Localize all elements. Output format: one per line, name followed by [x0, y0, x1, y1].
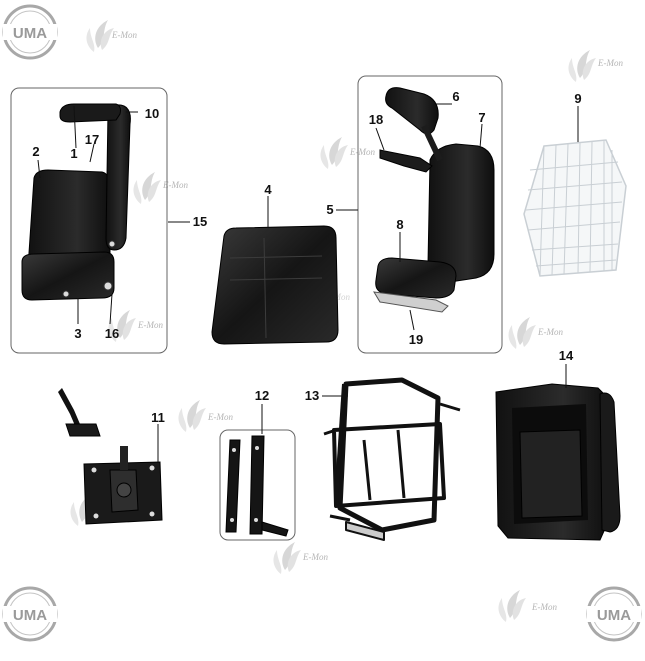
- watermark-text: E-Mon: [302, 552, 328, 562]
- group-frame-5: [357, 75, 503, 354]
- watermark-text: E-Mon: [162, 180, 188, 190]
- callout-18: 18: [369, 112, 383, 127]
- watermark: E-Mon: [568, 50, 623, 82]
- logo-top-left: UMA: [1, 4, 59, 60]
- part-6-armrest: [385, 87, 439, 135]
- callout-2: 2: [32, 144, 39, 159]
- callout-3: 3: [74, 326, 81, 341]
- logo-text: UMA: [13, 607, 47, 624]
- group-frame-15: [10, 87, 168, 354]
- callout-1: 1: [70, 146, 77, 161]
- part-4-cushion: [211, 225, 339, 345]
- watermark-text: E-Mon: [111, 30, 137, 40]
- part-14-storage-box: [495, 383, 621, 541]
- part-13-suspension-frame: [323, 377, 461, 541]
- watermark: E-Mon: [320, 137, 375, 169]
- logo-bottom-left: UMA: [1, 586, 59, 642]
- logo-text: UMA: [597, 607, 631, 624]
- watermark: E-Mon: [273, 542, 328, 574]
- part-19-base-plate: [373, 291, 449, 313]
- callout-14: 14: [559, 348, 574, 363]
- part-10-armrest: [105, 104, 131, 251]
- part-16-knob-2: [108, 240, 116, 248]
- callout-7: 7: [478, 110, 485, 125]
- callout-4: 4: [264, 182, 272, 197]
- part-11-swivel-base: [58, 388, 163, 525]
- watermark-text: E-Mon: [531, 602, 557, 612]
- part-8-seat: [375, 257, 457, 299]
- callout-12: 12: [255, 388, 269, 403]
- watermark: E-Mon: [498, 590, 557, 622]
- callout-13: 13: [305, 388, 319, 403]
- part-12-slide-rails: [225, 435, 289, 537]
- leader-lines: [37, 103, 579, 462]
- callout-5: 5: [326, 202, 333, 217]
- watermark-text: E-Mon: [349, 147, 375, 157]
- callout-17: 17: [85, 132, 99, 147]
- watermark-text: E-Mon: [537, 327, 563, 337]
- watermark: E-Mon: [86, 20, 137, 52]
- watermark: E-Mon: [178, 400, 233, 432]
- part-3-bolt: [62, 290, 70, 298]
- part-3-seat-cushion: [21, 251, 115, 301]
- callout-labels: 1 2 3 4 5 6 7 8 9 10 11 12 13 14 15 16 1…: [32, 89, 581, 425]
- watermark-text: E-Mon: [207, 412, 233, 422]
- logo-bottom-right: UMA: [585, 586, 643, 642]
- watermark: E-Mon: [508, 317, 563, 349]
- part-7-backrest: [427, 143, 495, 283]
- watermark-text: E-Mon: [137, 320, 163, 330]
- part-18-bracket: [379, 149, 433, 173]
- part-9-mesh-cover: [523, 139, 627, 277]
- logo-text: UMA: [13, 25, 47, 42]
- callout-9: 9: [574, 91, 581, 106]
- callout-6: 6: [452, 89, 459, 104]
- part-4-seam: [229, 237, 323, 339]
- watermark: E-Mon: [108, 310, 163, 342]
- callout-8: 8: [396, 217, 403, 232]
- group-frame-12: [219, 429, 296, 541]
- callout-10: 10: [145, 106, 159, 121]
- part-16-knob: [103, 281, 113, 291]
- callout-19: 19: [409, 332, 423, 347]
- callout-15: 15: [193, 214, 207, 229]
- callout-16: 16: [105, 326, 119, 341]
- watermark-text: E-Mon: [597, 58, 623, 68]
- watermark: E-Mon: [133, 172, 188, 204]
- part-1-arm-bracket: [59, 103, 121, 123]
- callout-11: 11: [151, 410, 165, 425]
- part-6-arm-link: [421, 124, 443, 162]
